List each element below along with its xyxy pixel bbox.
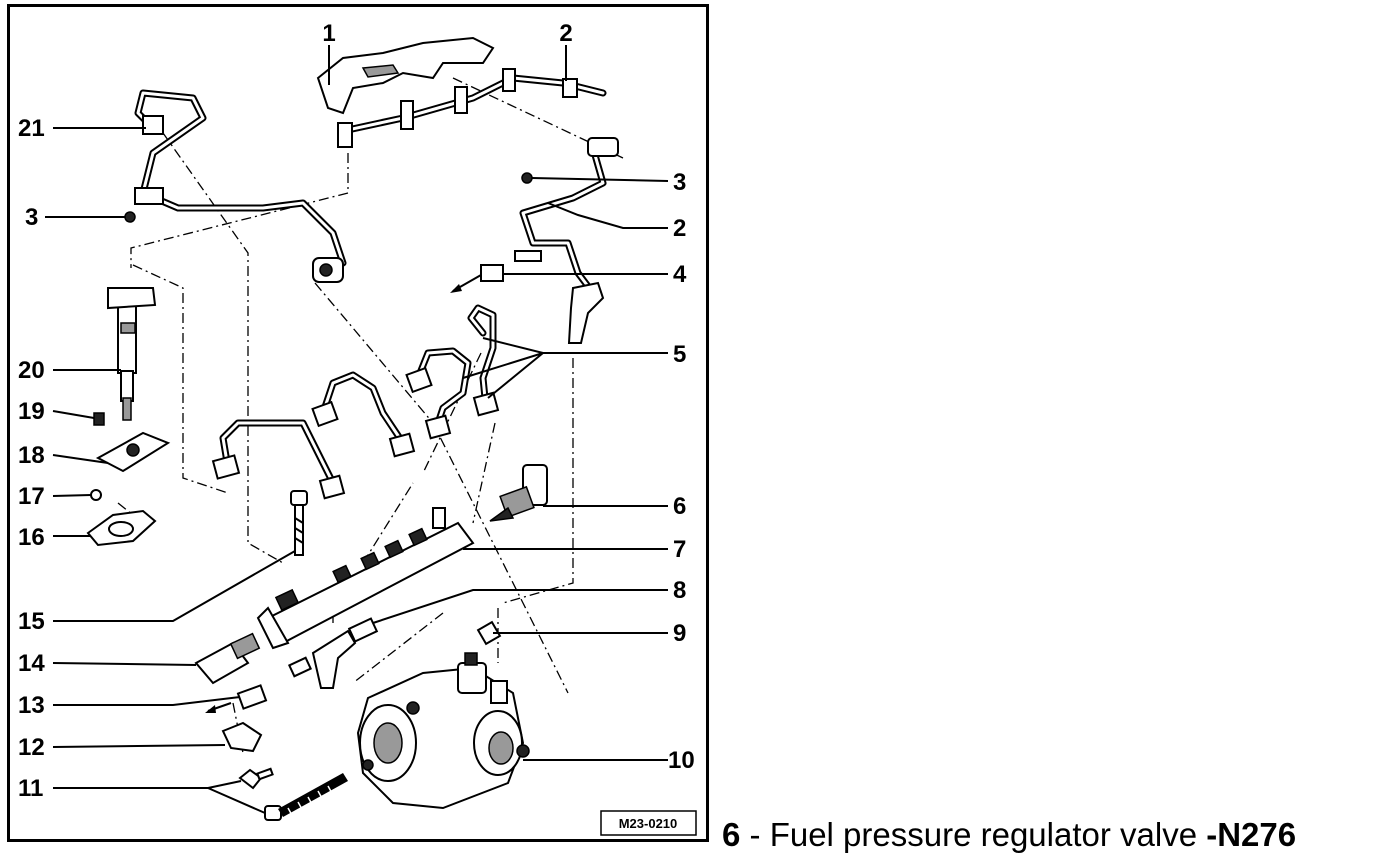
label-10: 10 bbox=[668, 747, 695, 774]
part-11-bolts bbox=[238, 767, 348, 821]
label-11: 11 bbox=[18, 775, 43, 802]
label-8: 8 bbox=[673, 577, 686, 604]
label-3-left: 3 bbox=[25, 204, 38, 231]
part-9-seal bbox=[476, 620, 502, 646]
part-2-wiring-harness-top bbox=[337, 68, 607, 148]
label-leader-lines bbox=[45, 45, 669, 814]
label-4: 4 bbox=[673, 261, 687, 288]
part-10-high-pressure-pump bbox=[356, 652, 530, 810]
label-18: 18 bbox=[18, 442, 45, 469]
label-13: 13 bbox=[18, 692, 45, 719]
label-20: 20 bbox=[18, 357, 45, 384]
part-3-nut-left bbox=[124, 211, 136, 223]
diagram-frame: 1 2 21 3 3 2 4 5 20 19 18 17 16 6 7 8 9 … bbox=[7, 4, 709, 842]
reference-code: M23-0210 bbox=[619, 816, 678, 831]
label-16: 16 bbox=[18, 524, 45, 551]
label-19: 19 bbox=[18, 398, 45, 425]
callout-labels: 1 2 21 3 3 2 4 5 20 19 18 17 16 6 7 8 9 … bbox=[18, 20, 695, 802]
label-15: 15 bbox=[18, 608, 45, 635]
label-7: 7 bbox=[673, 536, 686, 563]
label-1: 1 bbox=[322, 20, 335, 47]
part-2-wiring-harness-right bbox=[514, 137, 619, 344]
part-15-bolt bbox=[290, 490, 308, 556]
part-6-pressure-regulator-valve bbox=[489, 464, 548, 522]
part-caption: 6 - Fuel pressure regulator valve -N276 bbox=[722, 815, 1296, 855]
label-17: 17 bbox=[18, 483, 45, 510]
caption-separator: - bbox=[740, 816, 770, 853]
caption-number: 6 bbox=[722, 816, 741, 853]
label-2-top: 2 bbox=[559, 20, 572, 47]
part-7-fuel-rail bbox=[256, 507, 475, 650]
label-5: 5 bbox=[673, 341, 686, 368]
label-12: 12 bbox=[18, 734, 45, 761]
part-14-pressure-sensor bbox=[194, 632, 261, 685]
part-4-sensor bbox=[450, 264, 504, 293]
part-20-injector bbox=[107, 287, 157, 421]
assembly-lines bbox=[117, 77, 624, 754]
caption-code: -N276 bbox=[1206, 816, 1297, 853]
label-6: 6 bbox=[673, 493, 686, 520]
part-12-clip bbox=[221, 721, 263, 753]
reference-code-box: M23-0210 bbox=[600, 810, 697, 836]
part-17-washer bbox=[90, 489, 102, 501]
part-5-high-pressure-pipes bbox=[211, 304, 500, 500]
part-16-gasket bbox=[86, 509, 157, 547]
part-3-nut-right bbox=[521, 172, 533, 184]
part-1-cover-bracket bbox=[316, 36, 495, 115]
part-19-bolt bbox=[93, 412, 105, 426]
part-8-connector bbox=[287, 617, 379, 689]
label-9: 9 bbox=[673, 620, 686, 647]
exploded-view-diagram: 1 2 21 3 3 2 4 5 20 19 18 17 16 6 7 8 9 … bbox=[18, 20, 697, 836]
part-21-harness bbox=[134, 89, 347, 283]
part-13-fitting bbox=[205, 684, 268, 713]
label-3-right: 3 bbox=[673, 169, 686, 196]
part-18-clamp bbox=[95, 431, 171, 473]
label-21: 21 bbox=[18, 115, 45, 142]
label-14: 14 bbox=[18, 650, 45, 677]
label-2-right: 2 bbox=[673, 215, 686, 242]
caption-text: Fuel pressure regulator valve bbox=[769, 816, 1207, 853]
